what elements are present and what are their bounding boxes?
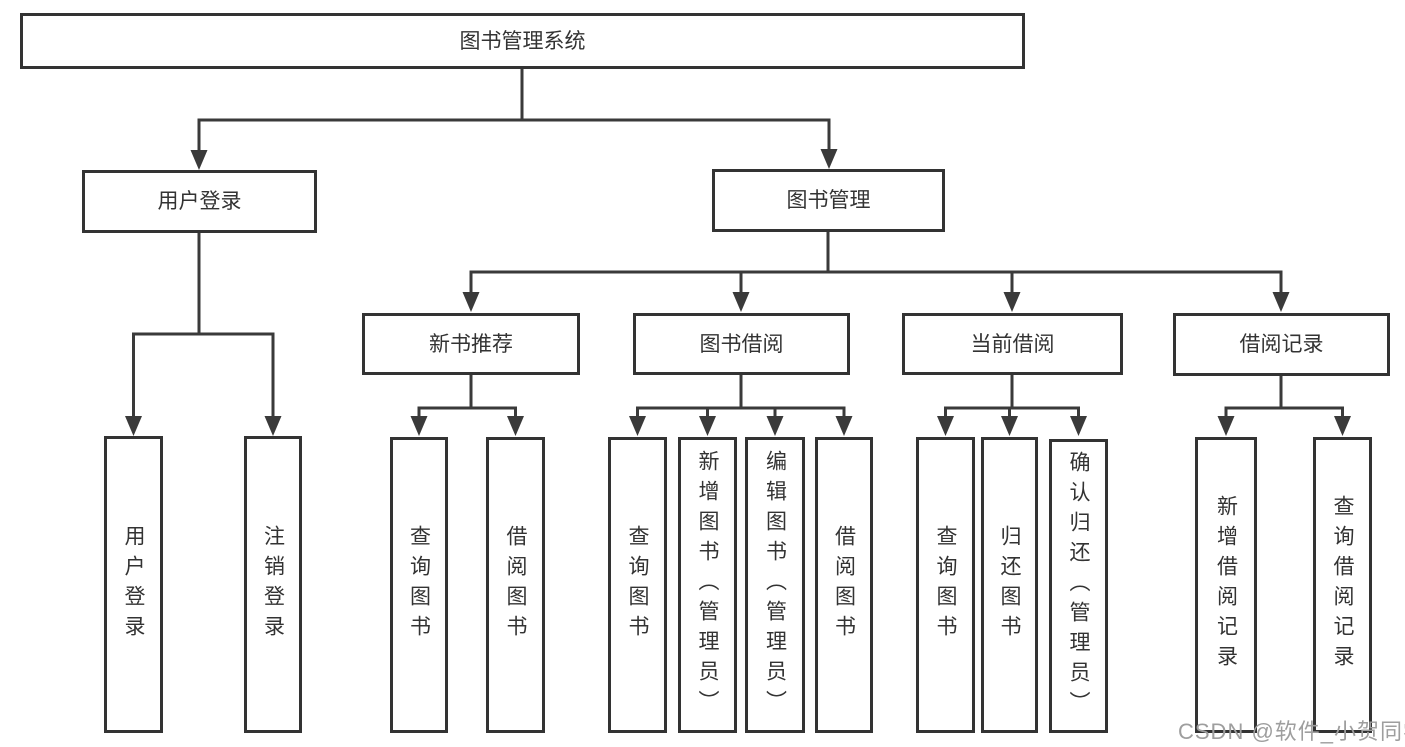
arrowhead-icon [410,416,428,436]
node-leaf-current-return: 归还图书 [981,437,1038,733]
arrowhead-icon [629,416,646,436]
node-current-borrowing: 当前借阅 [902,313,1123,375]
arrowhead-icon [1272,292,1290,312]
node-leaf-newbook-borrow: 借阅图书 [486,437,545,733]
node-root: 图书管理系统 [20,13,1025,69]
arrowhead-icon [1003,292,1021,312]
arrowhead-icon [1217,416,1235,436]
arrowhead-icon [264,416,282,436]
arrowhead-icon [820,149,838,169]
node-leaf-borrow-query: 查询图书 [608,437,667,733]
node-leaf-borrow-borrow: 借阅图书 [815,437,873,733]
node-leaf-record-query: 查询借阅记录 [1313,437,1372,733]
node-leaf-record-add: 新增借阅记录 [1195,437,1257,733]
arrowhead-icon [699,416,716,436]
node-leaf-borrow-add-admin: 新增图书（管理员） [678,437,737,733]
arrowhead-icon [190,150,208,170]
node-leaf-user-login: 用户登录 [104,436,163,733]
node-user-login: 用户登录 [82,170,317,233]
arrowhead-icon [732,292,750,312]
node-leaf-logout: 注销登录 [244,436,302,733]
arrowhead-icon [937,416,954,436]
node-book-borrowing: 图书借阅 [633,313,850,375]
arrowhead-icon [462,292,480,312]
arrowhead-icon [507,416,524,436]
node-leaf-borrow-edit-admin: 编辑图书（管理员） [745,437,805,733]
node-book-management: 图书管理 [712,169,945,232]
arrowhead-icon [125,416,142,436]
arrowhead-icon [1334,416,1351,436]
node-leaf-current-query: 查询图书 [916,437,975,733]
node-borrowing-records: 借阅记录 [1173,313,1390,376]
node-leaf-current-confirm-admin: 确认归还（管理员） [1049,439,1108,733]
node-new-book-recommend: 新书推荐 [362,313,580,375]
arrowhead-icon [766,416,784,436]
arrowhead-icon [835,416,853,436]
arrowhead-icon [1070,416,1087,436]
csdn-watermark: CSDN @软件_小贺同学 [1178,719,1405,744]
arrowhead-icon [1001,416,1018,436]
node-leaf-newbook-query: 查询图书 [390,437,448,733]
